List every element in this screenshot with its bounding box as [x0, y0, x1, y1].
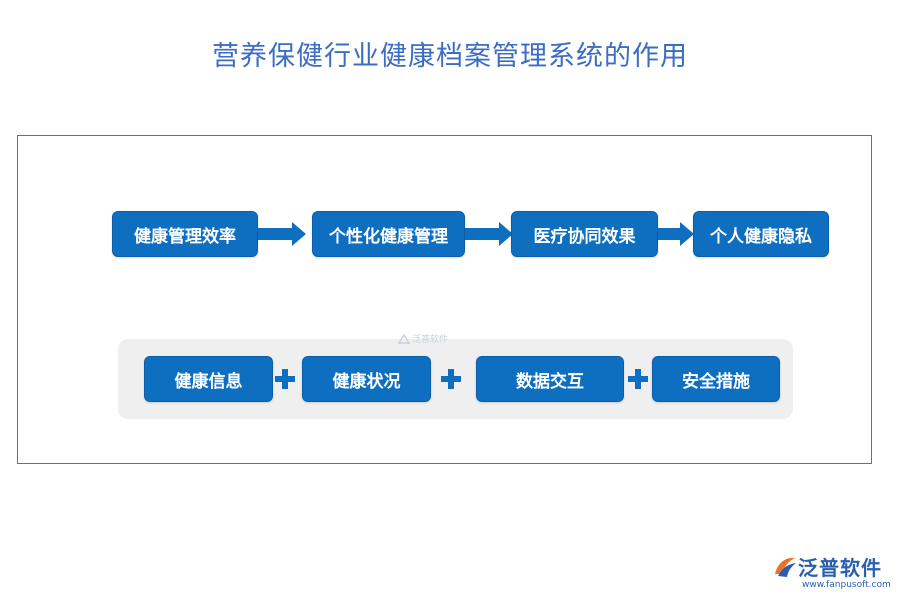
arrow-right-icon [465, 222, 513, 246]
arrow-right-icon [658, 222, 694, 246]
flow-step-3: 医疗协同效果 [511, 211, 658, 257]
center-watermark: 泛普软件 [398, 332, 448, 345]
diagram-title: 营养保健行业健康档案管理系统的作用 [212, 41, 688, 72]
logo-brand-text: 泛普软件 [798, 556, 882, 580]
component-2: 健康状况 [302, 356, 431, 402]
watermark-logo-icon [398, 333, 410, 344]
brand-logo: 泛普软件 www.fanpusoft.com [772, 552, 894, 596]
logo-url-text: www.fanpusoft.com [802, 580, 891, 590]
arrow-right-icon [258, 222, 306, 246]
component-4: 安全措施 [652, 356, 780, 402]
component-1: 健康信息 [144, 356, 273, 402]
flow-step-1: 健康管理效率 [112, 211, 258, 257]
plus-icon [441, 369, 461, 389]
center-watermark-text: 泛普软件 [412, 335, 449, 345]
plus-icon [275, 369, 295, 389]
plus-icon [628, 369, 648, 389]
fanpu-logo-icon [775, 557, 796, 577]
flow-step-2: 个性化健康管理 [312, 211, 465, 257]
component-3: 数据交互 [476, 356, 624, 402]
diagram-frame [17, 135, 872, 464]
flow-step-4: 个人健康隐私 [693, 211, 829, 257]
